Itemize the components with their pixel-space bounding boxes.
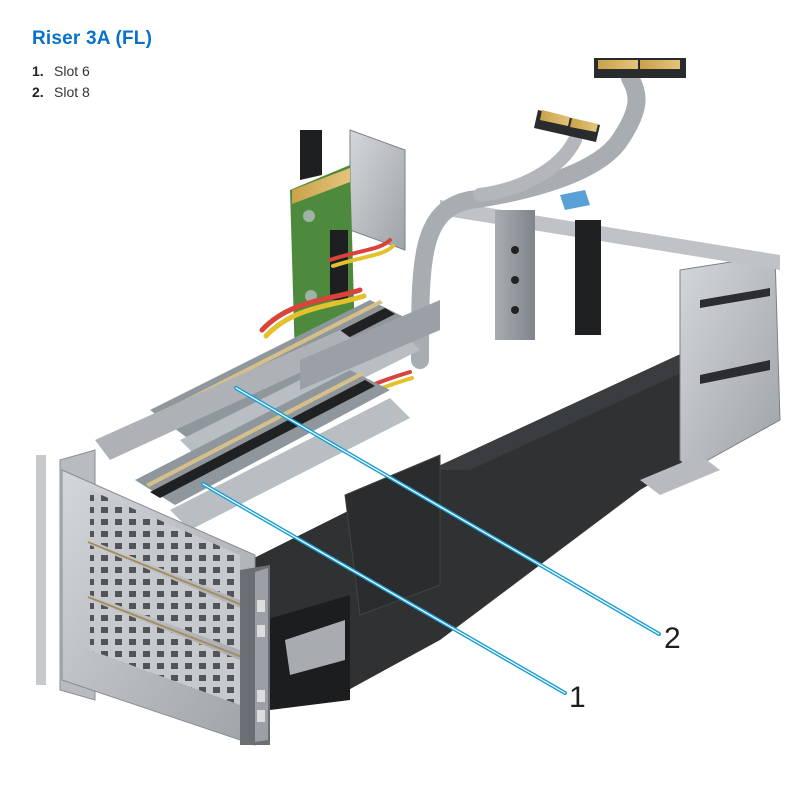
callout-2: 2 (664, 622, 681, 655)
pcie-bracket (36, 449, 270, 746)
cage-floor (250, 345, 760, 700)
legend-number: 2. (32, 84, 44, 100)
page-title: Riser 3A (FL) (32, 28, 153, 49)
cable-harness (411, 58, 686, 369)
cage-posts (495, 210, 601, 340)
legend-item: 2. Slot 8 (32, 82, 90, 103)
legend-label: Slot 6 (54, 63, 90, 79)
legend-number: 1. (32, 63, 44, 79)
riser-slot-6 (135, 370, 410, 530)
callout-legend: 1. Slot 6 2. Slot 8 (32, 61, 90, 103)
callout-1: 1 (569, 681, 586, 714)
legend-item: 1. Slot 6 (32, 61, 90, 82)
legend-label: Slot 8 (54, 84, 90, 100)
side-rail (95, 300, 440, 460)
callout-lines (201, 386, 661, 695)
